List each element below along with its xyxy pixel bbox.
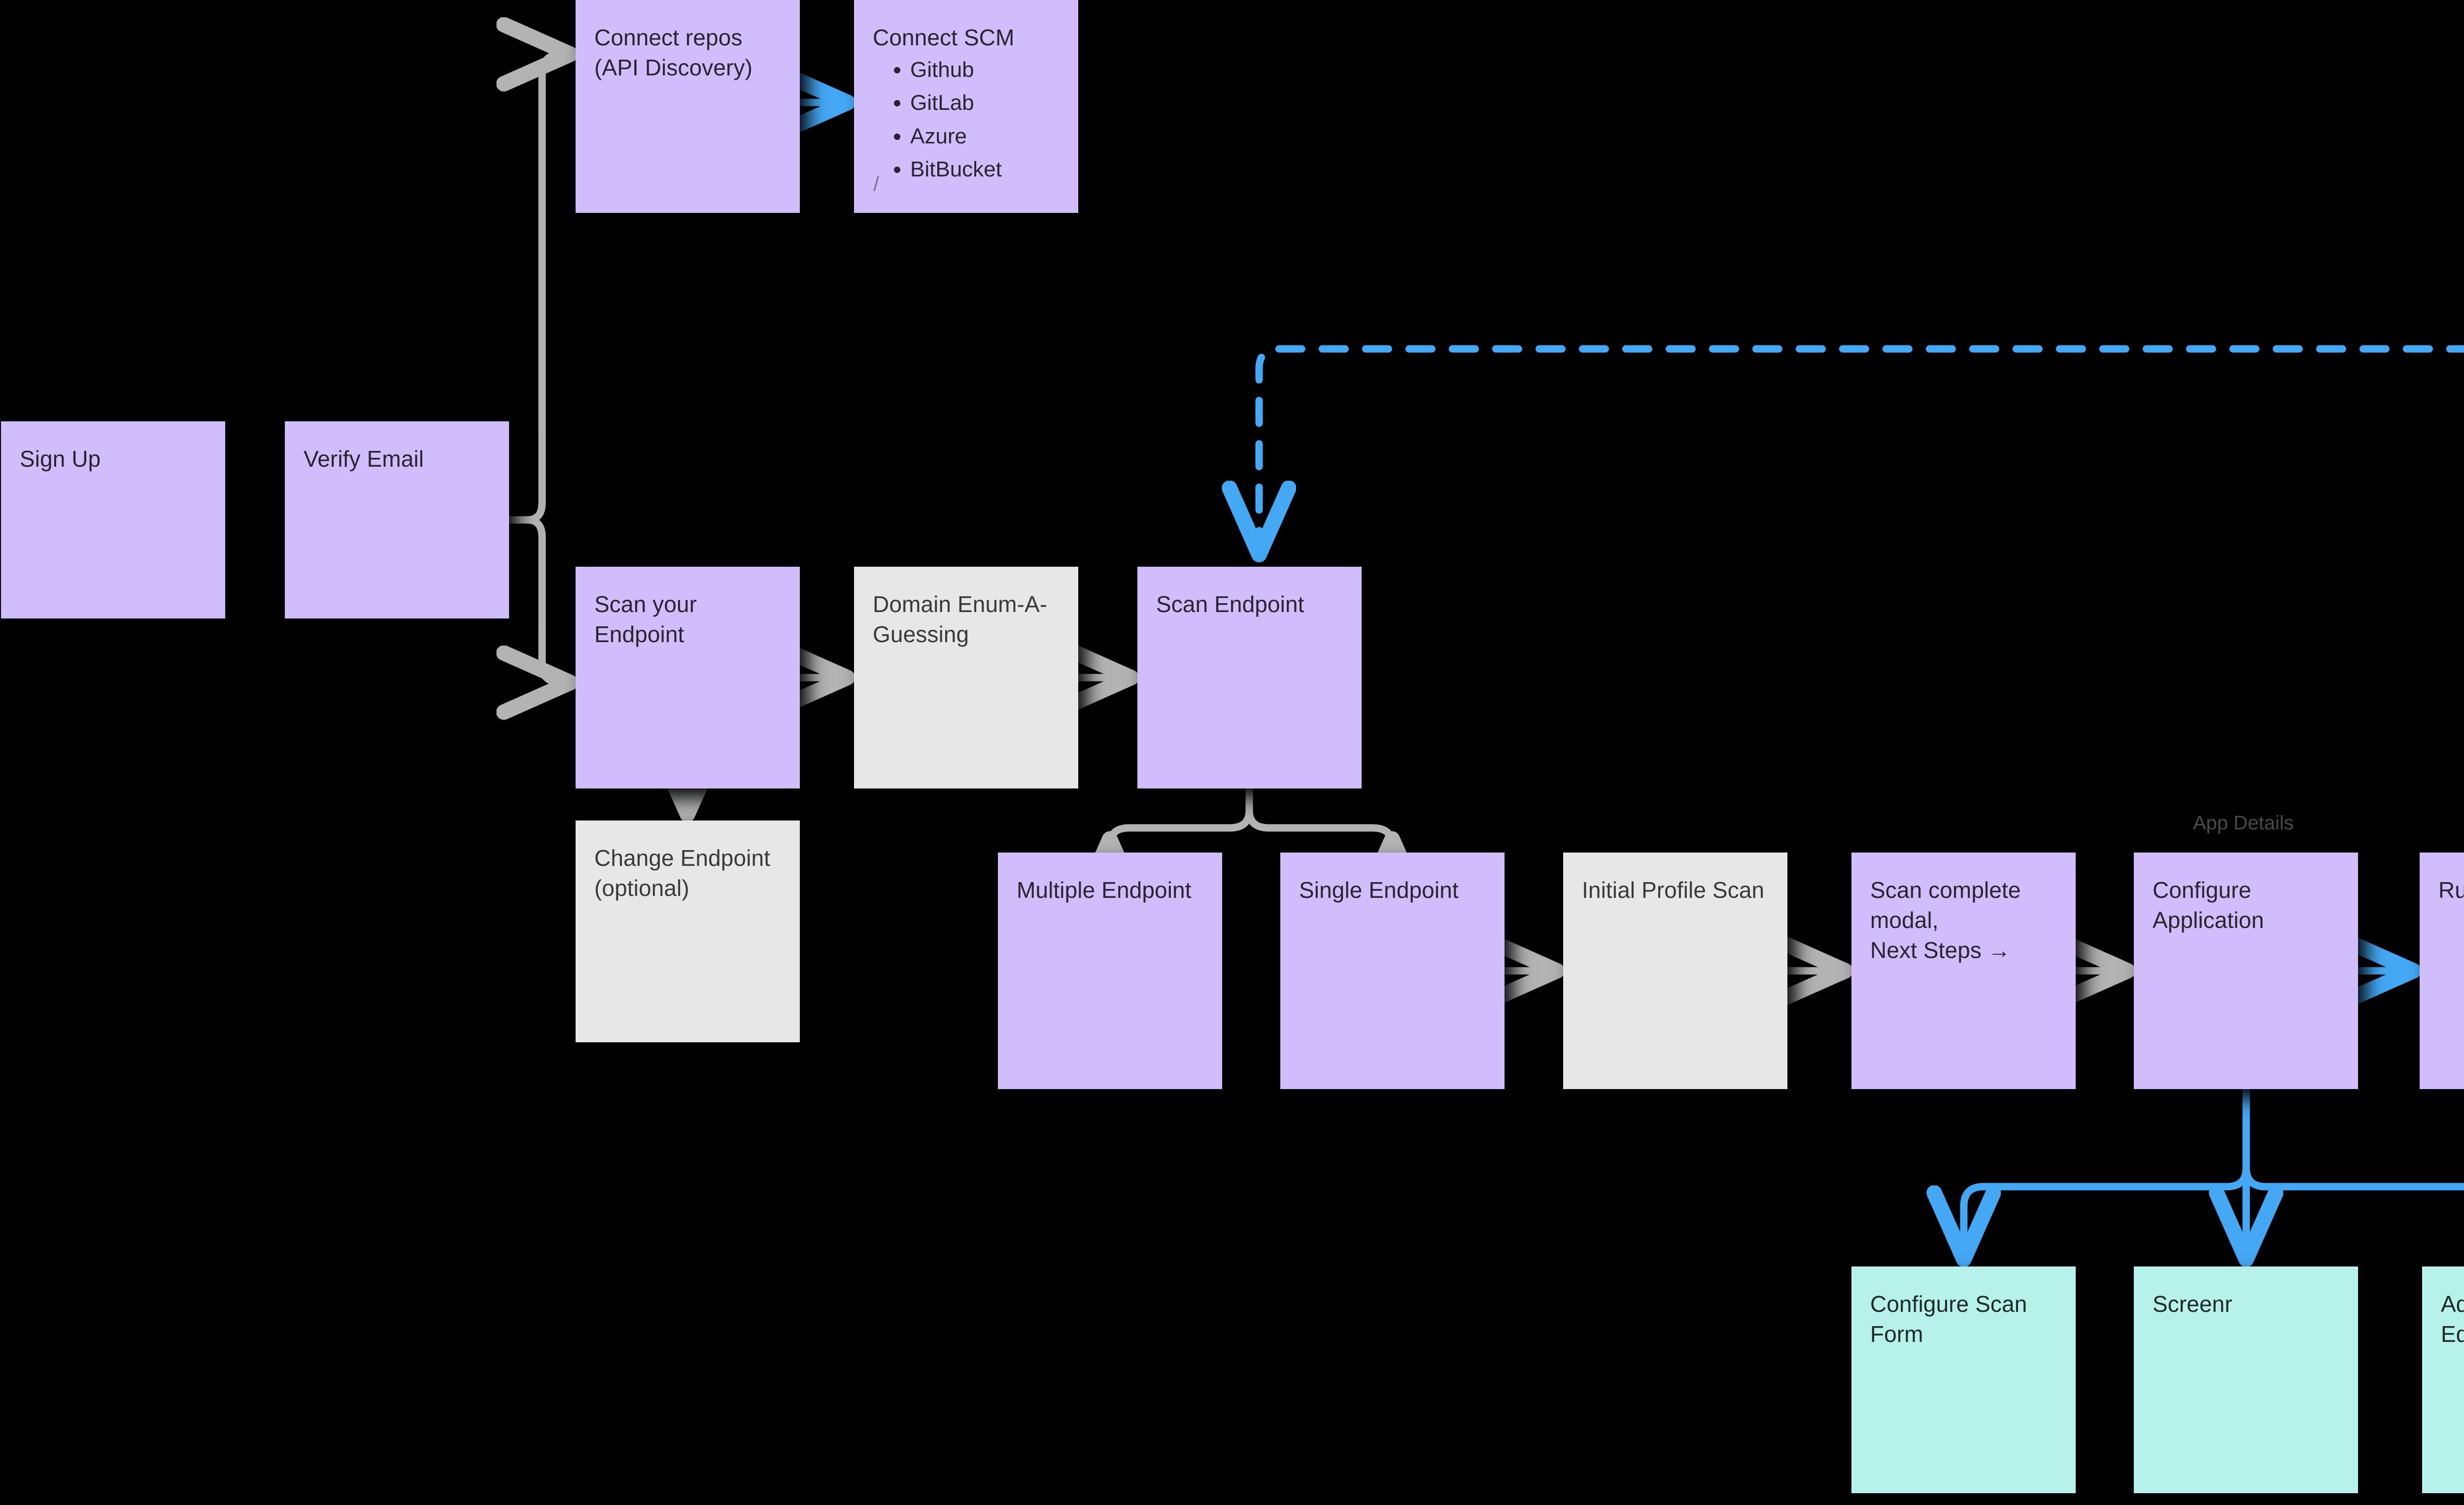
- node-label: Run a Scan: [2438, 877, 2464, 903]
- node-single-endpoint[interactable]: Single Endpoint: [1280, 853, 1505, 1089]
- edge-configure-application-to-advanced-yaml-editor: [2242, 1085, 2464, 1191]
- node-connect-scm[interactable]: Connect SCM Github GitLab Azure BitBucke…: [854, 0, 1078, 213]
- edge-configure-application-to-configure-scan-form: [1964, 1085, 2250, 1256]
- node-label: Domain Enum-A- Guessing: [873, 591, 1048, 648]
- node-label: Configure Application: [2153, 877, 2264, 933]
- node-initial-profile-scan[interactable]: Initial Profile Scan: [1563, 853, 1787, 1089]
- node-multiple-endpoint[interactable]: Multiple Endpoint: [998, 853, 1222, 1089]
- scm-provider-item: Github: [910, 53, 1002, 86]
- edge-scan-endpoint-to-multiple-endpoint: [1110, 785, 1253, 845]
- node-label: Initial Profile Scan: [1582, 877, 1765, 903]
- node-verify-email[interactable]: Verify Email: [285, 421, 509, 618]
- scm-provider-item: GitLab: [910, 86, 1002, 119]
- edge-verify-email-to-connect-repos: [509, 54, 567, 524]
- node-configure-scan-form[interactable]: Configure Scan Form: [1851, 1266, 2076, 1493]
- node-label: Scan Endpoint: [1156, 591, 1304, 617]
- node-screenr[interactable]: Screenr: [2134, 1266, 2358, 1493]
- scm-provider-item: BitBucket: [910, 153, 1002, 186]
- node-scan-endpoint[interactable]: Scan Endpoint: [1137, 567, 1362, 788]
- scm-provider-list: Github GitLab Azure BitBucket: [890, 53, 1002, 186]
- node-advanced-yaml-editor[interactable]: Advanced YAML Editor: [2422, 1266, 2464, 1493]
- edge-scan-endpoint-to-single-endpoint: [1245, 785, 1392, 845]
- edge-scan-another-endpoint-to-scan-endpoint: [1259, 345, 2464, 551]
- node-configure-application[interactable]: Configure Application: [2134, 853, 2358, 1089]
- node-domain-enum-guessing[interactable]: Domain Enum-A- Guessing: [854, 567, 1078, 788]
- node-label: Connect SCM: [873, 25, 1015, 50]
- group-label-app-details: App Details: [2193, 812, 2294, 834]
- scm-provider-item: Azure: [910, 120, 1002, 153]
- node-label: Sign Up: [20, 446, 101, 472]
- node-label: Advanced YAML Editor: [2441, 1291, 2464, 1347]
- node-label: Verify Email: [304, 446, 424, 472]
- node-change-endpoint[interactable]: Change Endpoint (optional): [576, 821, 800, 1042]
- node-label: Single Endpoint: [1299, 877, 1459, 903]
- node-connect-repos[interactable]: Connect repos (API Discovery): [576, 0, 800, 213]
- edge-verify-email-to-scan-your-endpoint: [509, 516, 567, 683]
- node-scan-complete-modal[interactable]: Scan complete modal, Next Steps →: [1851, 853, 2076, 1089]
- node-label: Connect repos (API Discovery): [594, 25, 753, 81]
- node-label: Scan complete modal, Next Steps →: [1870, 877, 2021, 963]
- node-sign-up[interactable]: Sign Up: [1, 421, 225, 618]
- node-label: Change Endpoint (optional): [594, 845, 771, 901]
- node-label: Configure Scan Form: [1870, 1291, 2027, 1347]
- node-scan-your-endpoint[interactable]: Scan your Endpoint: [576, 567, 800, 788]
- node-run-a-scan[interactable]: Run a Scan: [2420, 853, 2464, 1089]
- node-label: Scan your Endpoint: [594, 591, 697, 648]
- node-label: Multiple Endpoint: [1017, 877, 1192, 903]
- node-label: Screenr: [2153, 1291, 2232, 1317]
